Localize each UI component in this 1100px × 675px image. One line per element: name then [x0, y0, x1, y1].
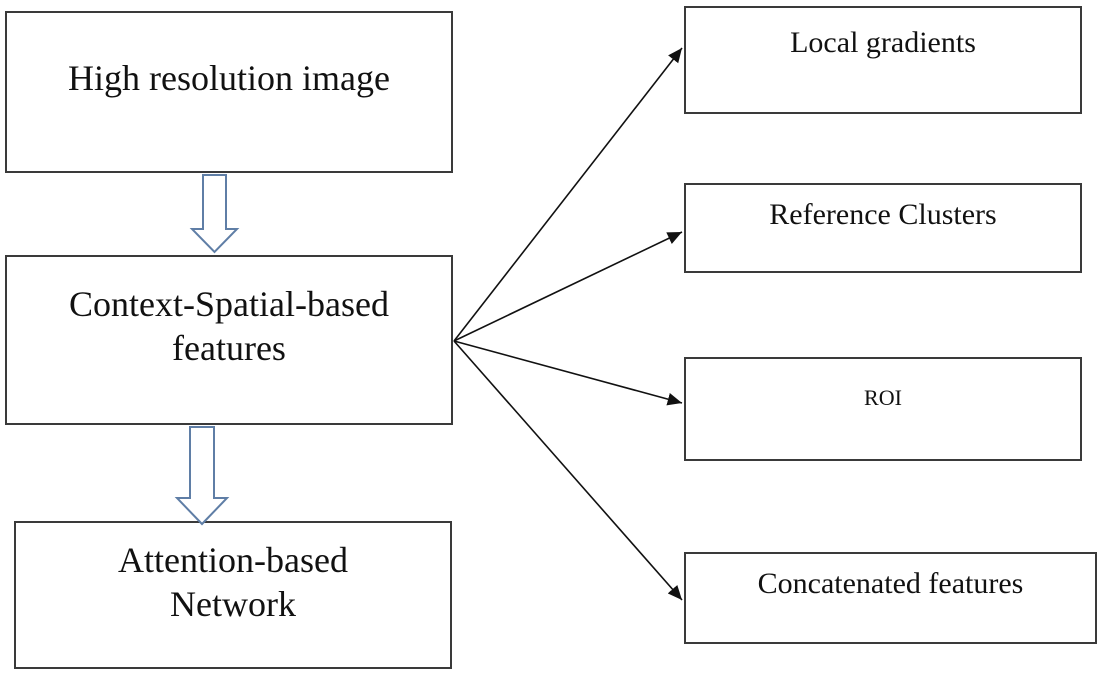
node-roi-label: ROI	[864, 385, 902, 410]
arrow-to-roi	[453, 340, 683, 406]
node-concatenated-features-label: Concatenated features	[757, 567, 1024, 600]
node-local-gradients: Local gradients	[684, 6, 1082, 114]
node-local-gradients-label: Local gradients	[790, 26, 976, 59]
node-attention-network: Attention-based Network	[14, 521, 452, 669]
block-arrow-input-to-context	[189, 174, 240, 254]
node-reference-clusters: Reference Clusters	[684, 183, 1082, 273]
arrow-to-concatenated-features	[453, 340, 683, 601]
node-high-resolution-image-label: High resolution image	[68, 58, 390, 98]
node-reference-clusters-label: Reference Clusters	[769, 198, 997, 231]
arrow-to-reference-clusters	[453, 231, 683, 342]
arrow-to-local-gradients	[453, 47, 683, 342]
node-concatenated-features: Concatenated features	[684, 552, 1097, 644]
node-high-resolution-image: High resolution image	[5, 11, 453, 173]
node-attention-network-label: Attention-based Network	[118, 540, 348, 624]
node-context-spatial-features: Context-Spatial-based features	[5, 255, 453, 425]
node-context-spatial-features-label: Context-Spatial-based features	[69, 284, 389, 368]
node-roi: ROI	[684, 357, 1082, 461]
block-arrow-context-to-network	[174, 426, 230, 526]
